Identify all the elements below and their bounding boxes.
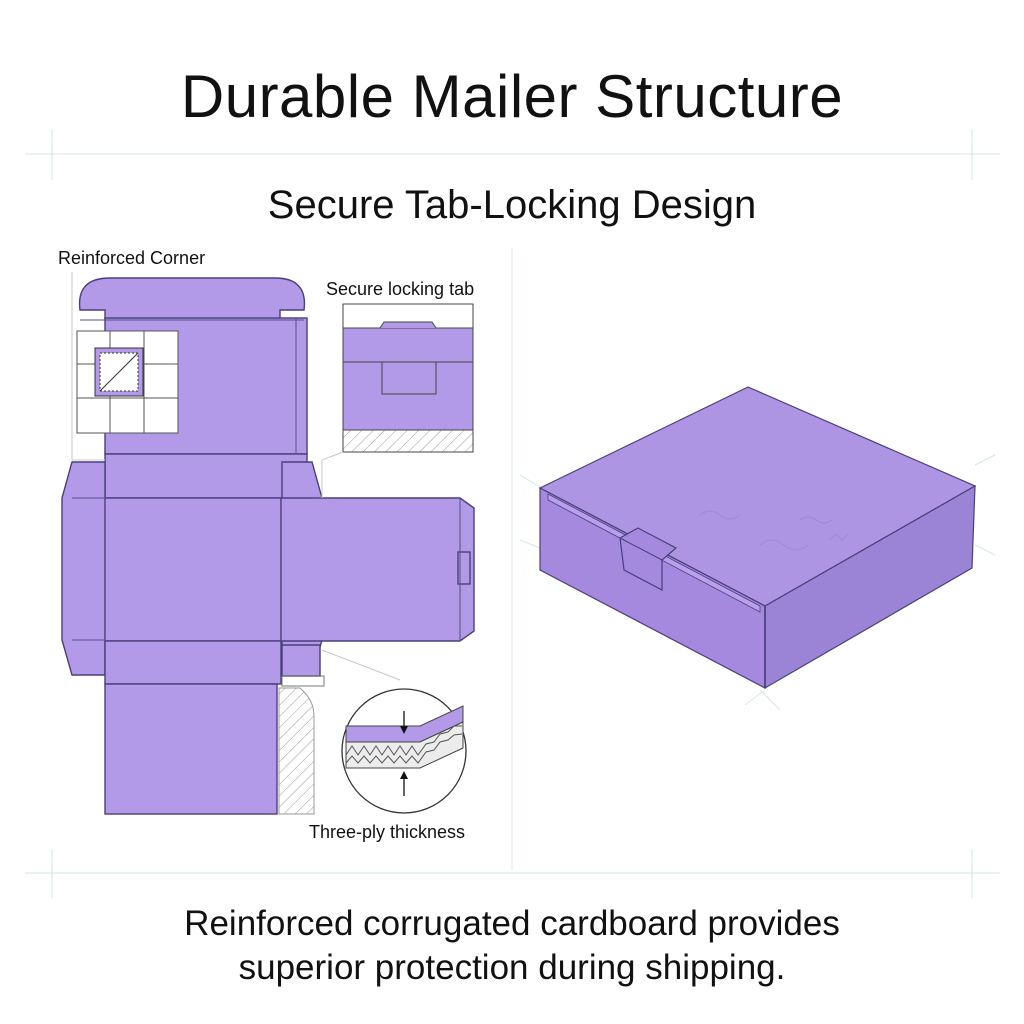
three-ply-label: Three-ply thickness (309, 822, 466, 842)
caption-line-2: superior protection during shipping. (238, 948, 786, 987)
assembled-box (538, 386, 977, 690)
locking-tab-label: Secure locking tab (326, 279, 475, 299)
footer-caption: Reinforced corrugated cardboard provides… (0, 902, 1024, 990)
reinforced-corner-leader (71, 272, 105, 461)
box-texture (699, 510, 849, 551)
side-panel (280, 497, 475, 642)
crease-lines (72, 318, 461, 641)
lid-front-panel (104, 453, 308, 499)
locking-tab-inset (342, 303, 474, 453)
corner-piece-left (281, 644, 321, 677)
three-ply-leader (321, 649, 401, 681)
page-subtitle: Secure Tab-Locking Design (267, 183, 757, 227)
page-title: Durable Mailer Structure (180, 63, 844, 130)
caption-line-1: Reinforced corrugated cardboard provides (184, 904, 840, 943)
reinforced-corner-inset (76, 330, 179, 434)
top-tuck-flap (78, 277, 306, 321)
back-panel (104, 640, 282, 685)
locking-tab-leader (321, 451, 344, 498)
hatched-edge-piece (278, 675, 325, 815)
three-ply-magnifier (341, 688, 467, 814)
reinforced-corner-label: Reinforced Corner (58, 248, 206, 268)
locking-slot (457, 551, 471, 585)
left-dust-flap (61, 461, 106, 676)
flat-dieline (61, 277, 475, 815)
base-panel (104, 497, 282, 642)
guide-lines (25, 130, 1000, 898)
bottom-panel (104, 683, 278, 815)
